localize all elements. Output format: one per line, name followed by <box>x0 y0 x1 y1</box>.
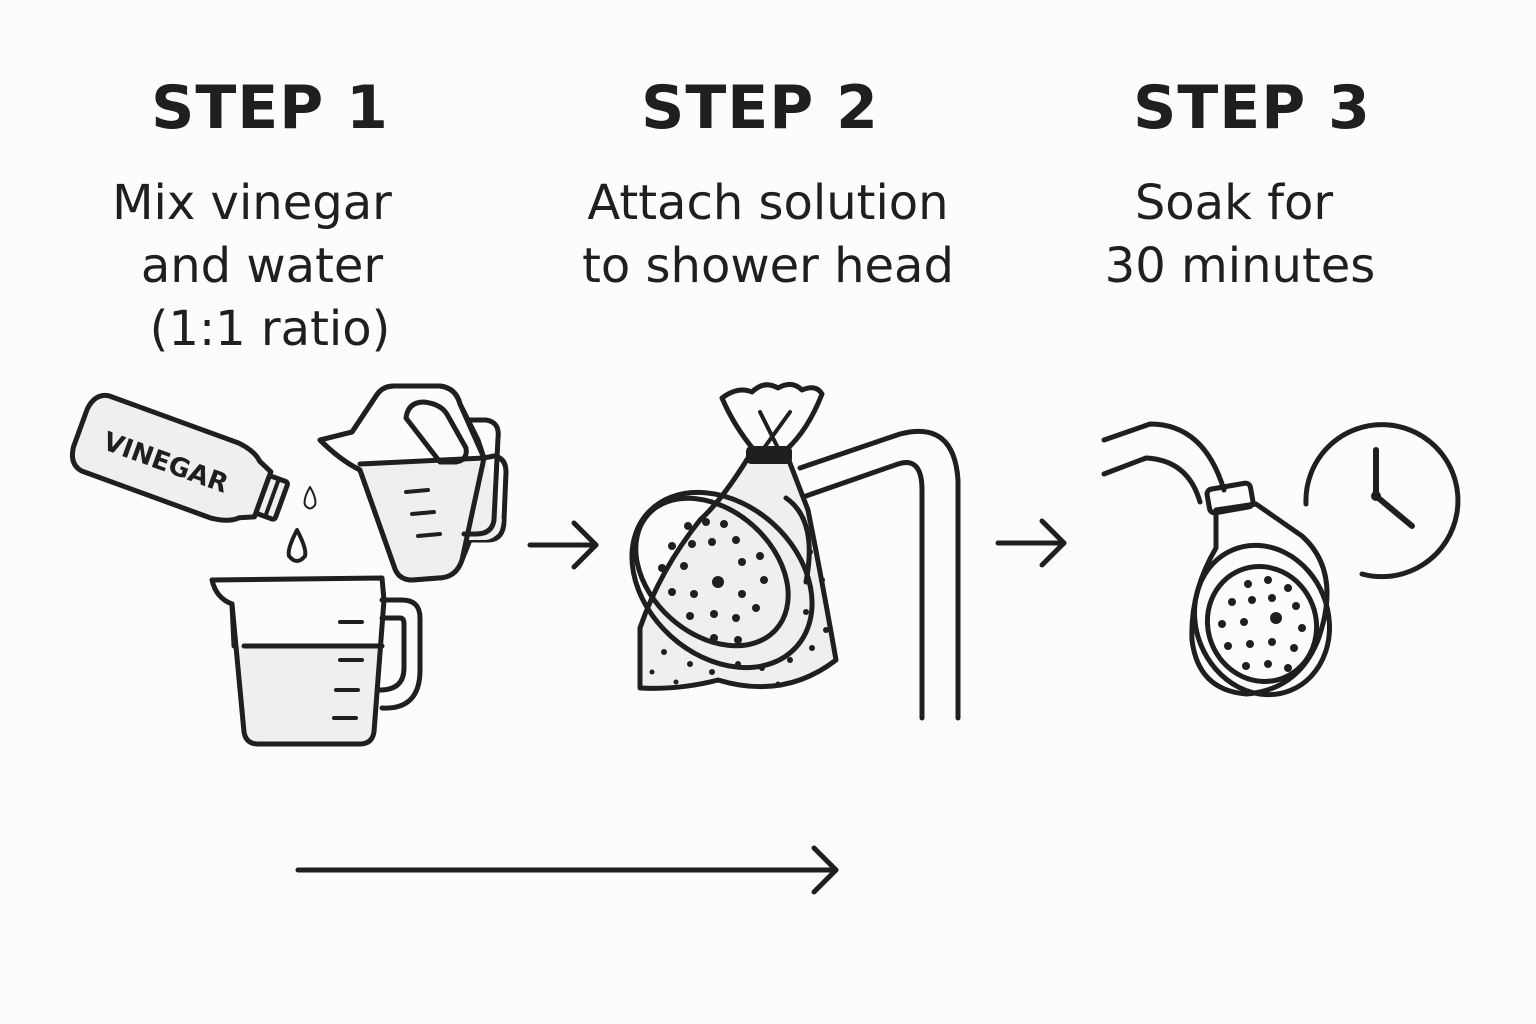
step-2-title: STEP 2 <box>641 73 879 143</box>
step-3-title: STEP 3 <box>1133 73 1371 143</box>
long-arrow-right-icon <box>295 845 839 895</box>
drop-icon <box>286 486 317 563</box>
step-1-description-line-3: (1:1 ratio) <box>149 301 391 357</box>
step-1-description-line-1: Mix vinegar <box>112 175 392 231</box>
arrow-right-icon <box>527 520 599 570</box>
shower-head-icon <box>629 489 815 671</box>
step-1-description-line-2: and water <box>140 238 384 294</box>
measuring-cup-icon <box>209 575 423 747</box>
step-3-description-line-1: Soak for <box>1134 175 1334 231</box>
shower-arm-icon <box>1101 421 1256 516</box>
vinegar-bottle-icon: VINEGAR <box>69 392 290 523</box>
step-2-description: Attach solution to shower head <box>582 172 954 298</box>
shower-pipe-icon <box>797 428 961 721</box>
step-1-description: Mix vinegar and water (1:1 ratio) <box>112 172 392 361</box>
arrow-right-icon <box>995 518 1067 568</box>
step-1-title: STEP 1 <box>151 73 389 143</box>
step-3-description-line-2: 30 minutes <box>1104 238 1376 294</box>
step-3-description: Soak for 30 minutes <box>1105 172 1376 298</box>
water-pitcher-icon <box>317 383 509 583</box>
shower-head-icon <box>1189 501 1332 698</box>
step-2-description-line-2: to shower head <box>582 238 954 294</box>
step-2-description-line-1: Attach solution <box>587 175 949 231</box>
clock-icon <box>1303 422 1461 580</box>
